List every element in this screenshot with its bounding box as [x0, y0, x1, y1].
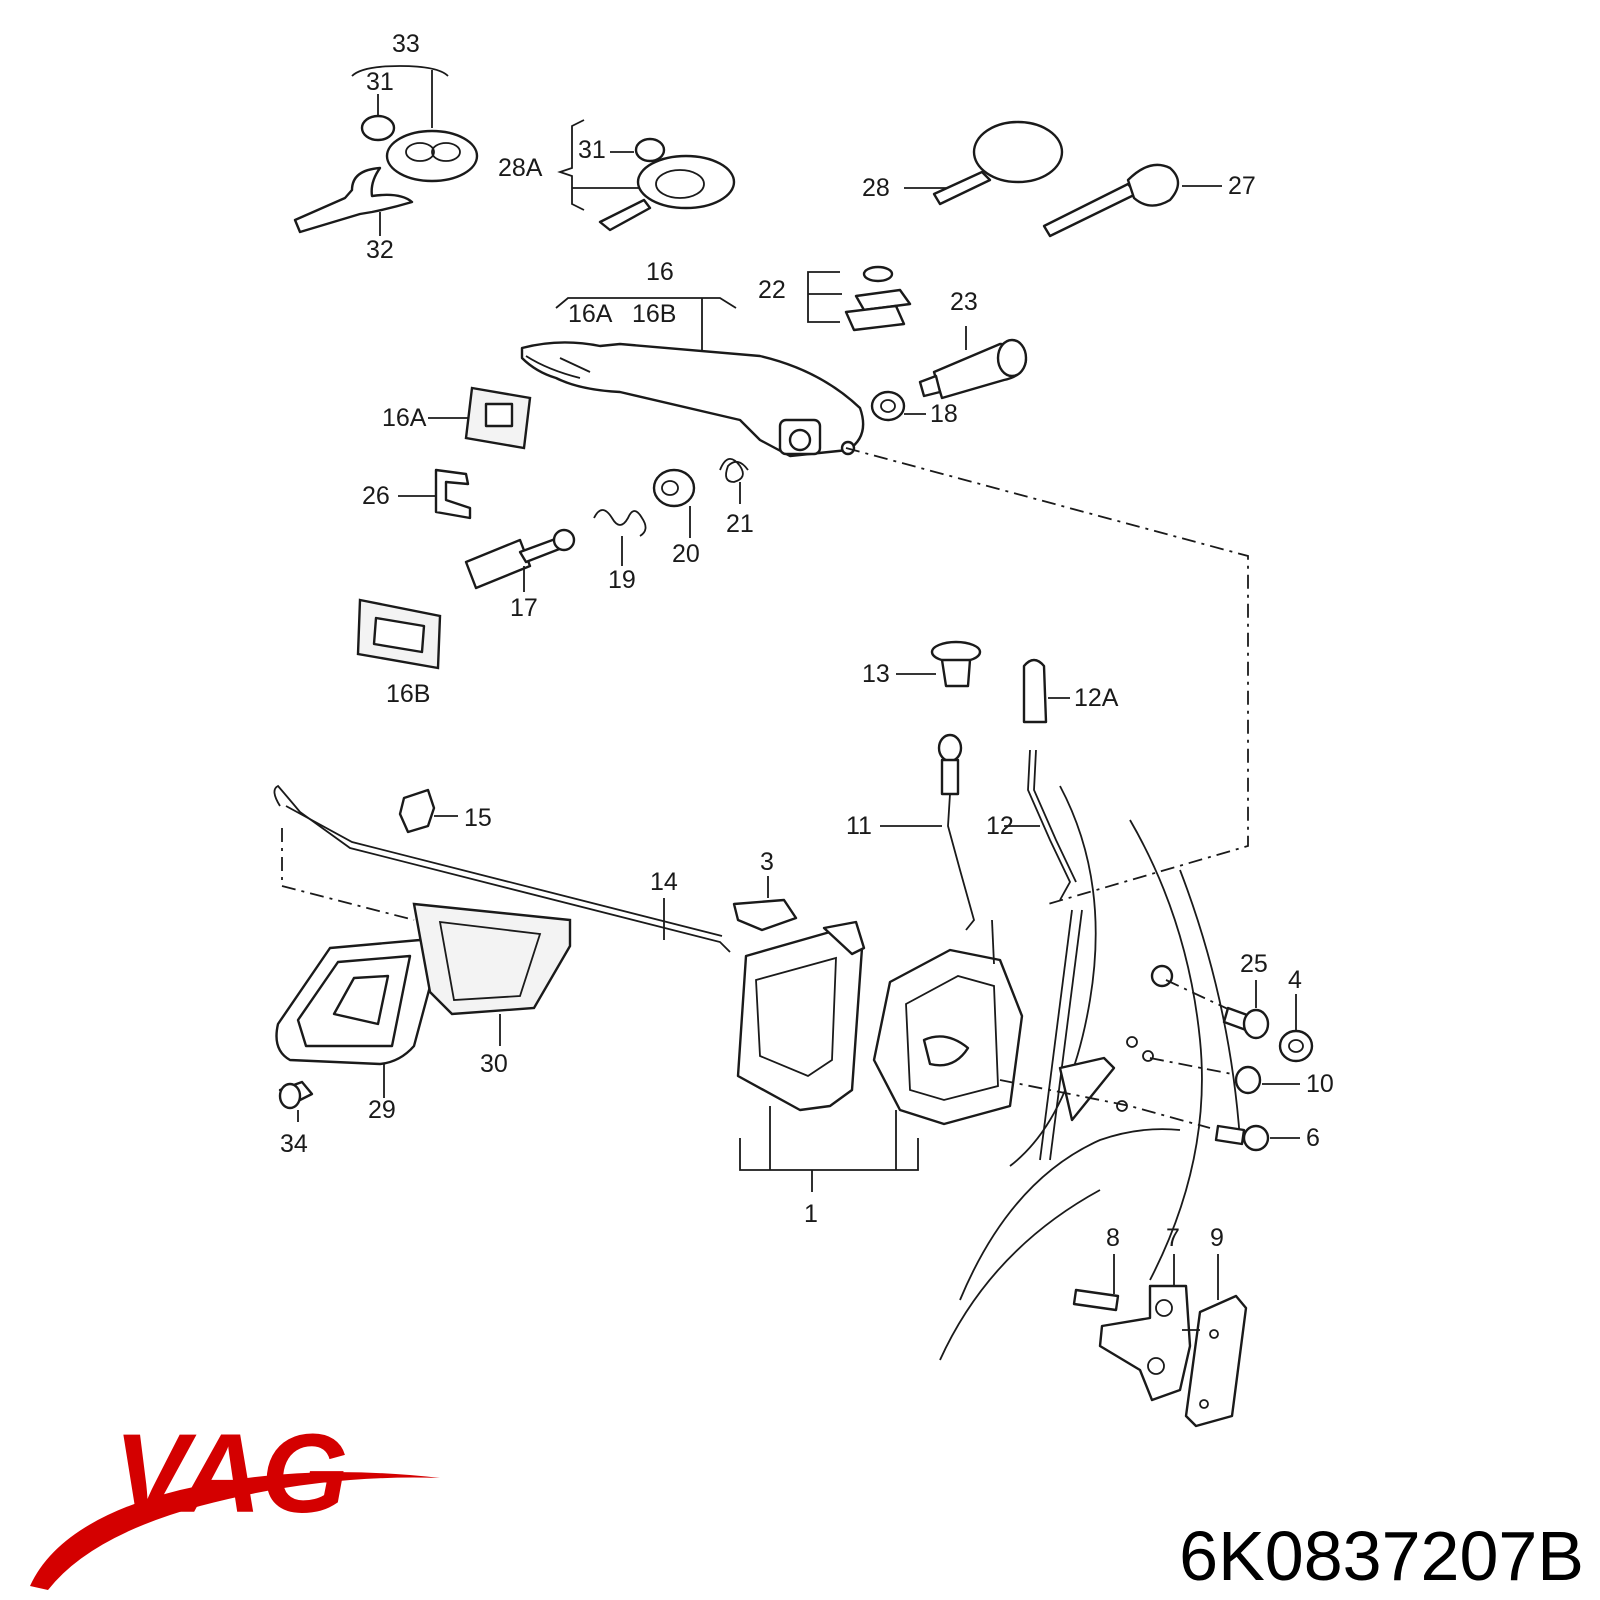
callout-33: 33: [392, 30, 420, 58]
callout-26: 26: [362, 482, 390, 510]
callout-34: 34: [280, 1130, 308, 1158]
logo-swoosh: [30, 1472, 440, 1590]
door-frame: [939, 785, 1241, 1361]
cap-31b-part: [634, 137, 666, 163]
callout-22: 22: [758, 276, 786, 304]
guide-line-screw-25: [1165, 979, 1231, 1011]
cap-20: [652, 468, 696, 538]
cap-31-part: [360, 114, 396, 142]
callout-11: 11: [846, 812, 872, 840]
rod-12: [1004, 749, 1077, 901]
callout-23: 23: [950, 288, 978, 316]
logo-wordmark: VAG: [114, 1411, 348, 1536]
key-28A-blade: [598, 198, 652, 232]
vag-logo: VAG: [30, 1411, 440, 1590]
callout-31a: 31: [366, 68, 394, 96]
clip-22: [807, 265, 912, 332]
callout-12: 12: [986, 812, 1014, 840]
key-set-28A: [557, 119, 736, 232]
callout-19: 19: [608, 566, 636, 594]
outer-handle-16: [520, 297, 865, 458]
callout-7: 7: [1166, 1224, 1180, 1252]
callout-25: 25: [1240, 950, 1268, 978]
callout-15: 15: [464, 804, 492, 832]
callout-29: 29: [368, 1096, 396, 1124]
callout-18: 18: [930, 400, 958, 428]
nut-10: [1234, 1065, 1300, 1095]
grommet-13: [896, 640, 982, 688]
callout-1: 1: [804, 1200, 818, 1228]
spring-21: [719, 458, 749, 504]
callout-3: 3: [760, 848, 774, 876]
callout-13: 13: [862, 660, 890, 688]
part-number: 6K0837207B: [1179, 1517, 1584, 1595]
rod-11: [880, 733, 975, 931]
guide-line-screw-6: [999, 1079, 1211, 1129]
callout-28: 28: [862, 174, 890, 202]
callout-16A: 16A: [382, 404, 427, 432]
knob-12A: [1022, 658, 1070, 724]
guide-line-handle-to-frame: [845, 447, 1249, 905]
key-32-part: [293, 166, 414, 234]
screw-6: [1214, 1124, 1300, 1152]
callout-9: 9: [1210, 1224, 1224, 1252]
striker-plate-7-8-9: [1072, 1254, 1248, 1428]
callout-28A: 28A: [498, 154, 543, 182]
clip-3: [732, 876, 798, 932]
callout-32: 32: [366, 236, 394, 264]
guide-line-rod-14: [281, 828, 415, 921]
gasket-16A: [428, 386, 532, 450]
key-27: [1042, 163, 1222, 238]
callout-30: 30: [480, 1050, 508, 1078]
gasket-16B: [356, 598, 442, 670]
callout-17: 17: [510, 594, 538, 622]
screw-34: [278, 1080, 314, 1122]
callout-12A: 12A: [1074, 684, 1119, 712]
bracket-26: [398, 468, 472, 520]
pushrod-17: [464, 528, 576, 592]
screw-25: [1222, 980, 1270, 1040]
callout-labels: 33 31 32 28A 31 28 27 16 16A 16B 22 23 1…: [280, 30, 1334, 1252]
callout-20: 20: [672, 540, 700, 568]
ring-18: [870, 390, 926, 422]
callout-16B-top: 16B: [632, 300, 676, 328]
callout-8: 8: [1106, 1224, 1120, 1252]
callout-31b: 31: [578, 136, 606, 164]
callout-16B: 16B: [386, 680, 430, 708]
callout-27: 27: [1228, 172, 1256, 200]
nut-4: [1278, 994, 1314, 1063]
lock-assembly-1: [736, 919, 1024, 1192]
guide-line-nut-10: [1149, 1057, 1233, 1075]
callout-4: 4: [1288, 966, 1302, 994]
callout-6: 6: [1306, 1124, 1320, 1152]
key-set-33: [293, 65, 479, 236]
callout-21: 21: [726, 510, 754, 538]
rod-14: [273, 784, 731, 953]
bezel-30: [412, 902, 572, 1046]
inner-handle-29: [275, 938, 438, 1098]
spring-19: [593, 509, 647, 566]
lock-cylinder-23: [918, 326, 1028, 400]
callout-10: 10: [1306, 1070, 1334, 1098]
callout-16A-top: 16A: [568, 300, 613, 328]
callout-16: 16: [646, 258, 674, 286]
clip-15: [398, 788, 458, 834]
key-28: [904, 120, 1064, 206]
key-head-28A-part: [636, 154, 736, 210]
callout-14: 14: [650, 868, 678, 896]
